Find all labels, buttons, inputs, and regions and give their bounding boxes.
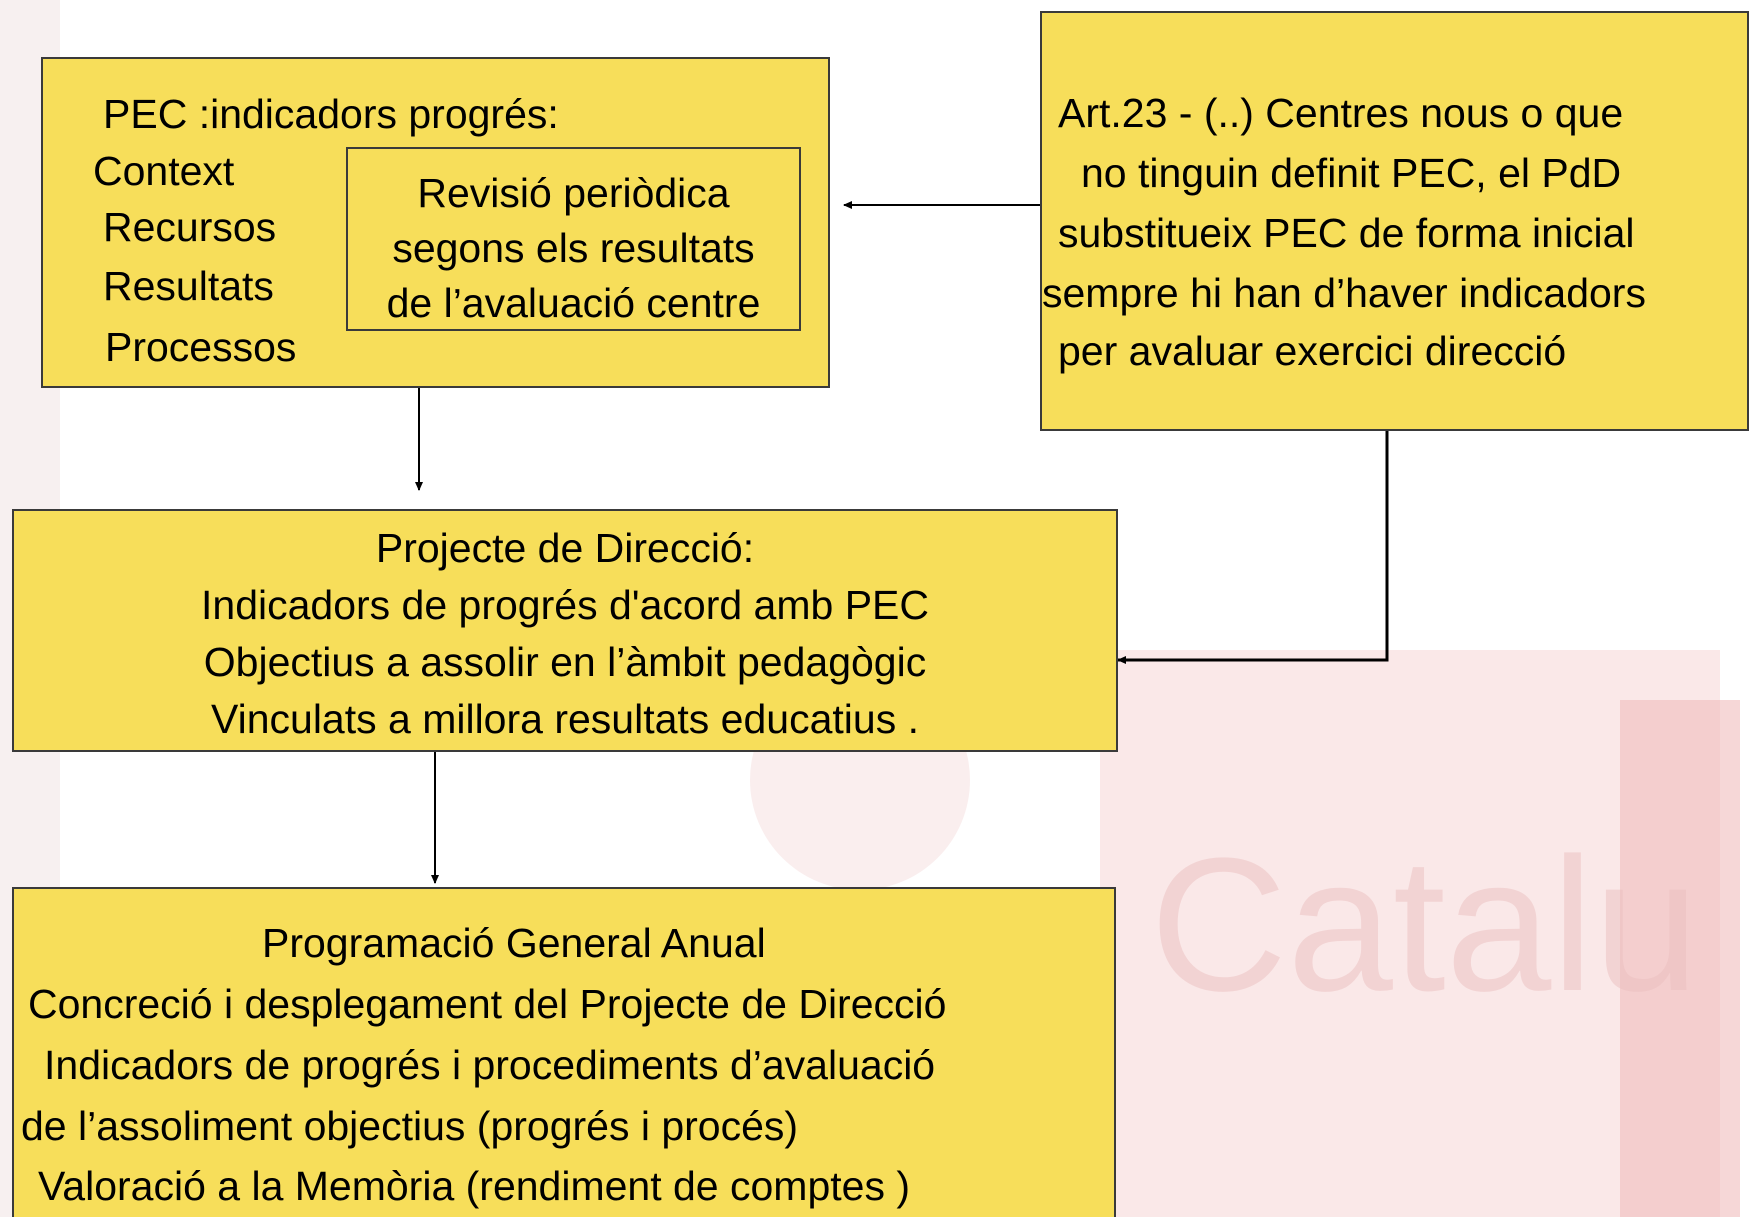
annual-box: Programació General Anual Concreció i de… <box>12 887 1116 1217</box>
article-box: Art.23 - (..) Centres nous o que no ting… <box>1040 11 1749 431</box>
annual-line-2: Concreció i desplegament del Projecte de… <box>28 981 947 1027</box>
revision-line-1: Revisió periòdica <box>417 170 730 216</box>
annual-line-3: Indicadors de progrés i procediments d’a… <box>44 1042 936 1088</box>
arrow-article-to-direction <box>1118 430 1389 662</box>
pec-item-resultats: Resultats <box>103 263 274 309</box>
revision-line-2: segons els resultats <box>392 225 755 271</box>
pec-item-recursos: Recursos <box>103 204 277 250</box>
annual-line-4: de l’assoliment objectius (progrés i pro… <box>21 1103 799 1149</box>
pec-title: PEC :indicadors progrés: <box>103 91 559 137</box>
article-line-2: no tinguin definit PEC, el PdD <box>1081 150 1622 196</box>
article-line-3: substitueix PEC de forma inicial <box>1058 210 1635 256</box>
article-line-4: sempre hi han d’haver indicadors <box>1042 270 1646 316</box>
pec-box: PEC :indicadors progrés: Context Recurso… <box>41 57 830 388</box>
pec-item-context: Context <box>93 148 235 194</box>
direction-line-3: Objectius a assolir en l’àmbit pedagògic <box>203 639 927 685</box>
pec-item-processos: Processos <box>105 324 297 370</box>
annual-line-1: Programació General Anual <box>262 920 766 966</box>
direction-box: Projecte de Direcció: Indicadors de prog… <box>12 509 1118 752</box>
article-line-5: per avaluar exercici direcció <box>1058 328 1567 374</box>
svg-text:Catalu: Catalu <box>1150 819 1699 1031</box>
pec-revision-box: Revisió periòdica segons els resultats d… <box>346 147 801 331</box>
article-line-1: Art.23 - (..) Centres nous o que <box>1058 90 1624 136</box>
direction-line-2: Indicadors de progrés d'acord amb PEC <box>201 582 929 628</box>
annual-line-5: Valoració a la Memòria (rendiment de com… <box>38 1163 910 1209</box>
direction-line-1: Projecte de Direcció: <box>375 525 755 571</box>
direction-line-4: Vinculats a millora resultats educatius … <box>211 696 919 742</box>
revision-line-3: de l’avaluació centre <box>386 280 761 326</box>
